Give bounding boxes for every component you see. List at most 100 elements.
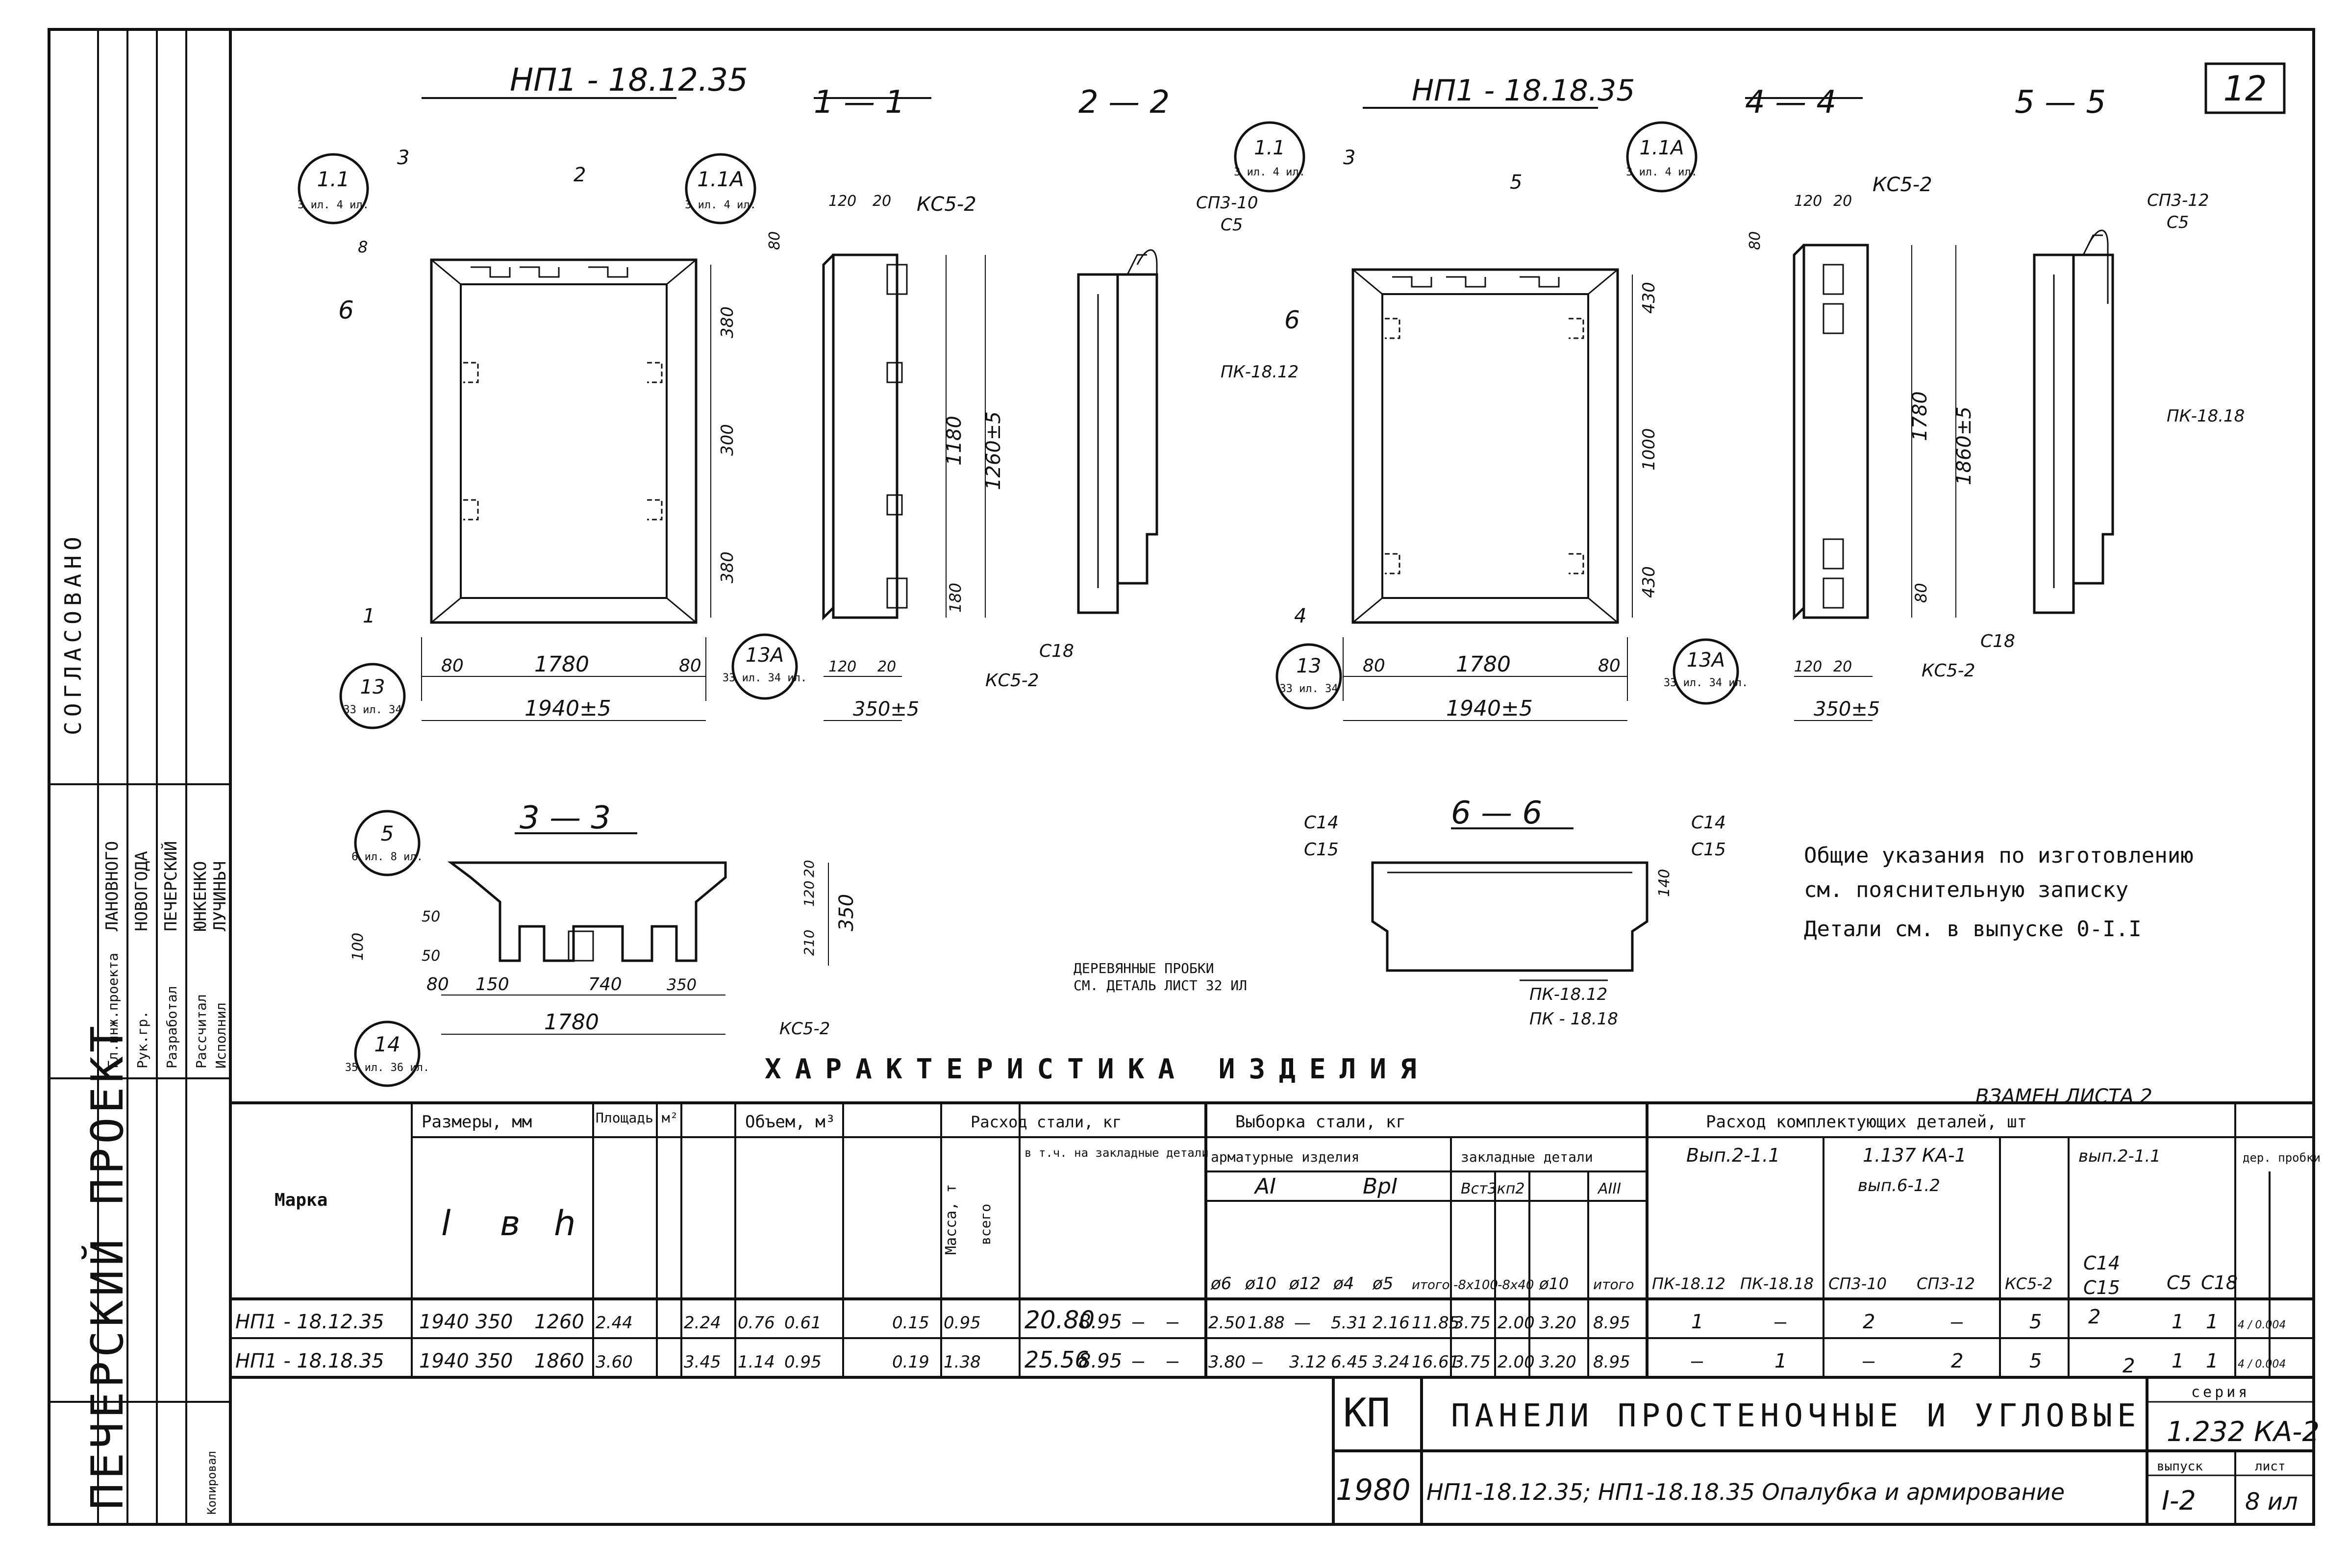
s33-callout-b-sub: 35 ил. 36 ил. (345, 1062, 429, 1074)
r0-l: 1940 (419, 1311, 469, 1333)
r1-ks: 5 (2029, 1350, 2042, 1372)
r1-pk1: — (1691, 1350, 1703, 1372)
np1-dim-80r: 80 (679, 656, 701, 676)
s44-ks: КС5-2 (1873, 174, 1932, 196)
th-sizes: Размеры, мм (422, 1112, 532, 1132)
s33-title: 3 — 3 (520, 800, 611, 836)
r1-a1: 3.60 (596, 1352, 633, 1372)
s11-dim-1180: 1180 (943, 416, 966, 466)
table-row: НП1 - 18.12.35 1940 350 1260 2.44 2.24 0… (235, 1306, 2286, 1334)
s11-dim-a: 120 (828, 193, 856, 210)
th-d9: итого (1593, 1276, 1634, 1293)
stamp-series-label: серия (2191, 1384, 2250, 1401)
r0-a1: 2.44 (596, 1313, 633, 1333)
th-wood: дер. пробки (2243, 1151, 2321, 1165)
s11-dim-350: 350±5 (853, 698, 919, 721)
s66-c14r: С14 (1691, 813, 1726, 833)
th-d4: ø5 (1372, 1274, 1393, 1294)
s66-title: 6 — 6 (1451, 795, 1542, 831)
section-2-2 (1077, 249, 1158, 614)
s33-callout-b-num: 14 (374, 1032, 400, 1056)
s44-dim-120: 120 (1794, 658, 1822, 675)
th-d6: -8х100 (1453, 1278, 1498, 1293)
r1-mark: НП1 - 18.18.35 (235, 1350, 384, 1372)
side-row-2: Разработал (164, 986, 180, 1069)
s22-c5: С5 (1221, 215, 1243, 235)
r1-d8: 3.20 (1539, 1352, 1576, 1372)
r0-d0: 2.50 (1208, 1313, 1246, 1333)
r0-s-z: 8.95 (1078, 1311, 1122, 1333)
np1-callout-bl (339, 663, 406, 729)
side-name-3: ЮНКЕНКО (191, 861, 210, 931)
np1-title: НП1 - 18.12.35 (510, 62, 748, 99)
s33-dim-r0: 20 (801, 860, 817, 877)
s22-title: 2 — 2 (1078, 84, 1170, 121)
th-sp2: СП3-12 (1917, 1274, 1975, 1293)
side-agreed: СОГЛАСОВАНО (60, 532, 86, 735)
np1-callout-bl-sub: 33 ил. 34 (343, 704, 401, 716)
s11-dim-20: 20 (877, 658, 896, 675)
r0-d5: 11.85 (1412, 1313, 1459, 1333)
th-bp: ВрI (1363, 1174, 1398, 1199)
np2-title: НП1 - 18.18.35 (1412, 74, 1635, 108)
r1-c5: 1 (2172, 1350, 2184, 1372)
th-c14: С14 (2083, 1252, 2120, 1274)
np2-callout-tl-num: 1.1 (1254, 137, 1285, 159)
r0-s-m1: — (1132, 1311, 1145, 1333)
s33-dim-r1: 120 (801, 881, 817, 907)
sheet-number-box (2204, 62, 2286, 114)
side-row-3: Рассчитал (193, 994, 209, 1069)
th-mark: Марка (275, 1190, 327, 1210)
th-c2a: вып.6-1.2 (1858, 1176, 1940, 1195)
r1-v1: 1.14 (738, 1352, 775, 1372)
th-sel: Выборка стали, кг (1235, 1112, 1406, 1132)
stamp-sheet-label: лист (2255, 1459, 2286, 1474)
np1-dim8: 8 (358, 238, 368, 256)
r1-s-all: 25.56 (1024, 1346, 1089, 1373)
th-h: h (554, 1203, 575, 1244)
r0-mass: 0.95 (944, 1313, 981, 1333)
s33-dim-350s: 350 (667, 975, 697, 994)
r0-h: 1260 (534, 1311, 584, 1333)
table-sheet-ref: ВЗАМЕН ЛИСТА 2 (1975, 1085, 2152, 1108)
th-pk2: ПК-18.18 (1740, 1274, 1814, 1293)
s11-label-bottom: КС5-2 (985, 671, 1039, 691)
np2-callout-tl (1234, 121, 1305, 193)
r0-d8: 3.20 (1539, 1313, 1576, 1333)
th-c2: 1.137 КА-1 (1863, 1145, 1967, 1166)
np1-callout-br-sub: 33 ил. 34 ил. (723, 672, 807, 684)
note-2: Детали см. в выпуске 0-I.I (1804, 917, 2142, 942)
stamp-year: 1980 (1336, 1473, 1411, 1507)
th-c15: С15 (2083, 1277, 2120, 1298)
s44-label-bottom: КС5-2 (1922, 661, 1975, 681)
np2-dimv-2: 430 (1639, 566, 1659, 598)
r1-s-z: 8.95 (1078, 1350, 1122, 1372)
np2-callout-tr (1626, 121, 1698, 193)
r1-v4: 0.19 (892, 1352, 929, 1372)
r1-d3: 6.45 (1331, 1352, 1368, 1372)
th-d7: -8х40 (1498, 1278, 1534, 1293)
np1-callout-tl (298, 153, 369, 224)
np1-callout-br-num: 13А (746, 644, 784, 667)
s22-c18: С18 (1039, 641, 1074, 661)
np2-cut3: 3 (1343, 147, 1355, 169)
th-c4: вып.2-1.1 (2078, 1146, 2161, 1166)
r0-b: 350 (475, 1311, 513, 1333)
stamp-sheet: 8 ил (2245, 1488, 2298, 1516)
th-mass: Масса, т (943, 1184, 960, 1255)
r1-s-m2: — (1167, 1350, 1179, 1372)
r1-d2: 3.12 (1289, 1352, 1326, 1372)
s66-c14l: С14 (1304, 813, 1339, 833)
r1-sp1: — (1863, 1350, 1875, 1372)
stamp-kp: КП (1343, 1390, 1390, 1436)
th-ai: АI (1253, 1174, 1276, 1199)
panel-np2-front (1343, 107, 1633, 721)
th-sp1: СП3-10 (1828, 1274, 1887, 1293)
np1-dimv-0: 380 (718, 306, 737, 338)
s44-dim-350: 350±5 (1814, 698, 1880, 721)
r1-d6: 3.75 (1453, 1352, 1491, 1372)
th-c18: С18 (2201, 1272, 2238, 1294)
th-pk1: ПК-18.12 (1652, 1274, 1725, 1293)
r1-sp2: 2 (1951, 1350, 1963, 1372)
